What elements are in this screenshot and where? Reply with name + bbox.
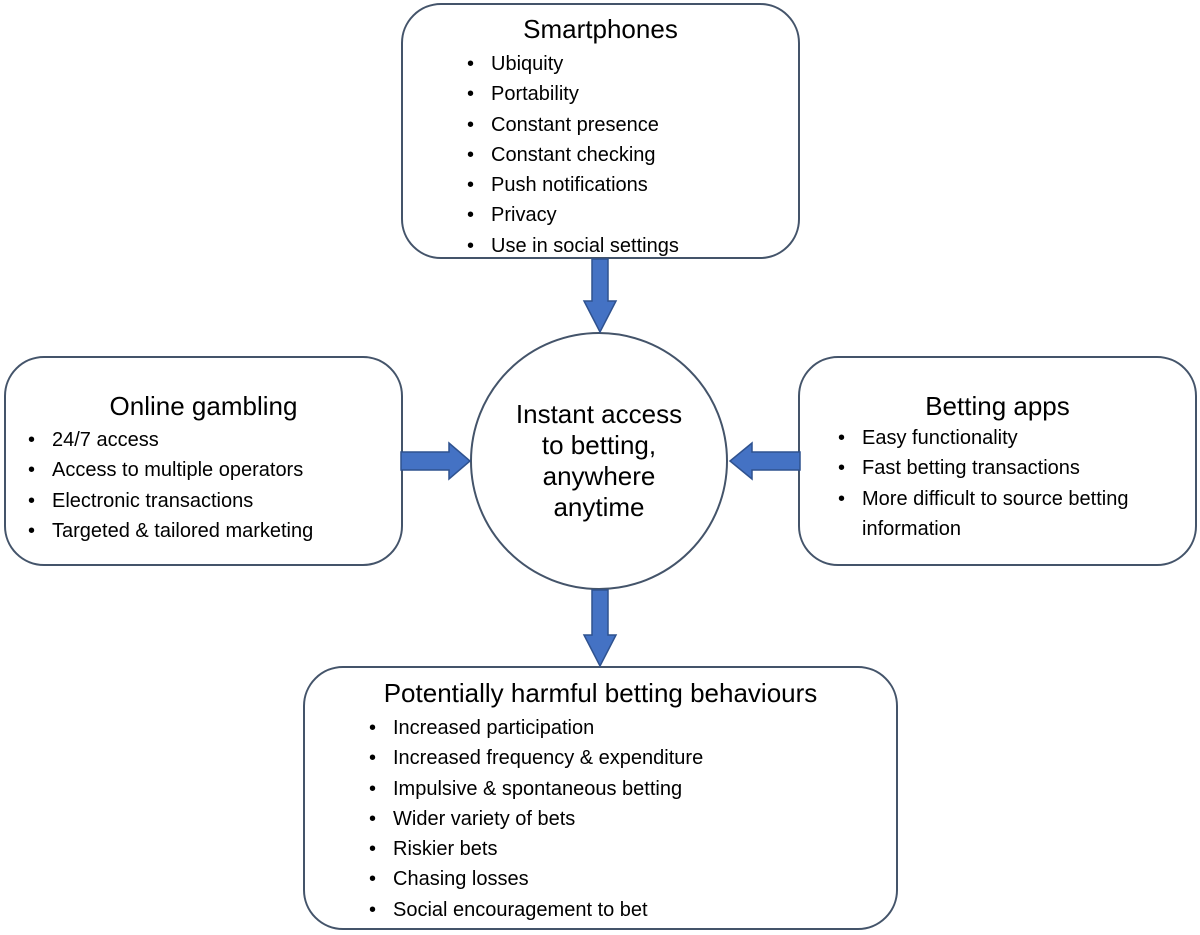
online-gambling-list: 24/7 access Access to multiple operators… xyxy=(26,425,313,546)
list-item: Targeted & tailored marketing xyxy=(26,516,313,547)
list-item: Social encouragement to bet xyxy=(367,895,703,926)
arrow-right-icon xyxy=(400,441,472,481)
list-item: Increased participation xyxy=(367,713,703,744)
list-item: Riskier bets xyxy=(367,834,703,865)
list-item: More difficult to source betting informa… xyxy=(836,484,1181,545)
arrow-apps-to-center xyxy=(728,441,801,481)
list-item: Impulsive & spontaneous betting xyxy=(367,774,703,805)
list-item: Use in social settings xyxy=(465,231,679,262)
list-item: Increased frequency & expenditure xyxy=(367,743,703,774)
arrow-down-icon xyxy=(582,258,618,334)
smartphones-box: Smartphones Ubiquity Portability Constan… xyxy=(401,3,800,261)
list-item: Constant checking xyxy=(465,140,679,171)
betting-apps-list: Easy functionality Fast betting transact… xyxy=(836,423,1181,544)
arrow-smartphones-to-center xyxy=(582,258,618,334)
list-item: Fast betting transactions xyxy=(836,453,1181,484)
center-text: Instant access to betting, anywhere anyt… xyxy=(515,399,683,522)
list-item: 24/7 access xyxy=(26,425,313,456)
online-gambling-box: Online gambling 24/7 access Access to mu… xyxy=(4,356,403,566)
arrow-online-to-center xyxy=(400,441,472,481)
smartphones-list: Ubiquity Portability Constant presence C… xyxy=(465,49,679,261)
list-item: Portability xyxy=(465,79,679,110)
list-item: Ubiquity xyxy=(465,49,679,80)
betting-apps-title: Betting apps xyxy=(925,391,1070,421)
center-circle: Instant access to betting, anywhere anyt… xyxy=(470,332,728,590)
harmful-behaviours-box: Potentially harmful betting behaviours I… xyxy=(303,666,898,930)
online-gambling-title: Online gambling xyxy=(109,391,298,421)
harmful-behaviours-title: Potentially harmful betting behaviours xyxy=(383,678,818,708)
list-item: Wider variety of bets xyxy=(367,804,703,835)
arrow-down-icon xyxy=(582,589,618,668)
list-item: Constant presence xyxy=(465,110,679,141)
betting-apps-box: Betting apps Easy functionality Fast bet… xyxy=(798,356,1197,566)
arrow-left-icon xyxy=(728,441,801,481)
list-item: Privacy xyxy=(465,200,679,231)
list-item: Easy functionality xyxy=(836,423,1181,454)
list-item: Access to multiple operators xyxy=(26,455,313,486)
list-item: Chasing losses xyxy=(367,864,703,895)
arrow-center-to-harmful xyxy=(582,589,618,668)
list-item: Push notifications xyxy=(465,170,679,201)
smartphones-title: Smartphones xyxy=(523,14,678,44)
list-item: Electronic transactions xyxy=(26,486,313,517)
harmful-behaviours-list: Increased participation Increased freque… xyxy=(367,713,703,925)
